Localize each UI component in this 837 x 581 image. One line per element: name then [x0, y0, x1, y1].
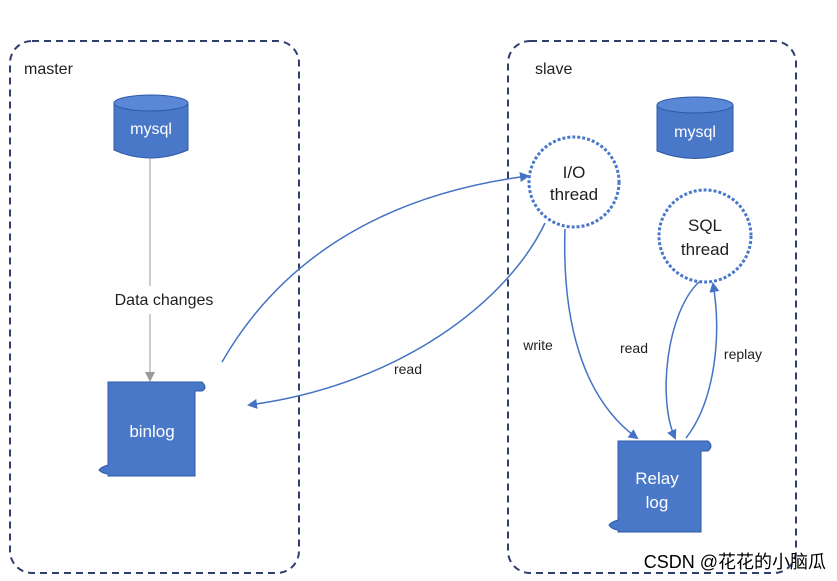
replay-arrow	[685, 282, 720, 439]
sql-thread-node: SQL thread	[657, 188, 753, 284]
io-thread-node: I/O thread	[527, 135, 621, 229]
slave-box	[507, 40, 797, 574]
slave-mysql-cylinder: mysql	[656, 96, 734, 159]
slave-label: slave	[535, 61, 572, 78]
master-mysql-label: mysql	[130, 121, 172, 138]
master-mysql-cylinder: mysql	[113, 94, 189, 159]
sql-thread-line2: thread	[681, 240, 729, 259]
master-box	[9, 40, 300, 574]
binlog-label: binlog	[129, 422, 174, 441]
binlog-to-io-arrow	[221, 172, 530, 363]
read-arrow-label: read	[394, 361, 422, 377]
slave-panel: slave mysql I/O thread SQL thread Relay …	[507, 40, 797, 574]
io-thread-line2: thread	[550, 185, 598, 204]
io-thread-line1: I/O	[563, 163, 586, 182]
sql-thread-line1: SQL	[688, 216, 722, 235]
binlog-scroll: binlog	[98, 381, 206, 477]
relay-log-line1: Relay	[635, 469, 679, 488]
data-changes-label: Data changes	[115, 292, 214, 309]
slave-mysql-label: mysql	[674, 124, 716, 141]
io-read-binlog-arrow	[247, 222, 546, 409]
write-label: write	[522, 337, 553, 353]
sql-read-relay-arrow	[665, 281, 700, 440]
replay-label: replay	[724, 346, 762, 362]
master-panel: master mysql Data changes binlog	[9, 40, 300, 574]
relay-log-scroll: Relay log	[608, 440, 712, 533]
master-label: master	[24, 61, 74, 78]
relay-log-line2: log	[646, 493, 669, 512]
relay-read-label: read	[620, 340, 648, 356]
watermark: CSDN @花花的小脑瓜	[644, 552, 826, 572]
write-arrow	[563, 228, 639, 440]
